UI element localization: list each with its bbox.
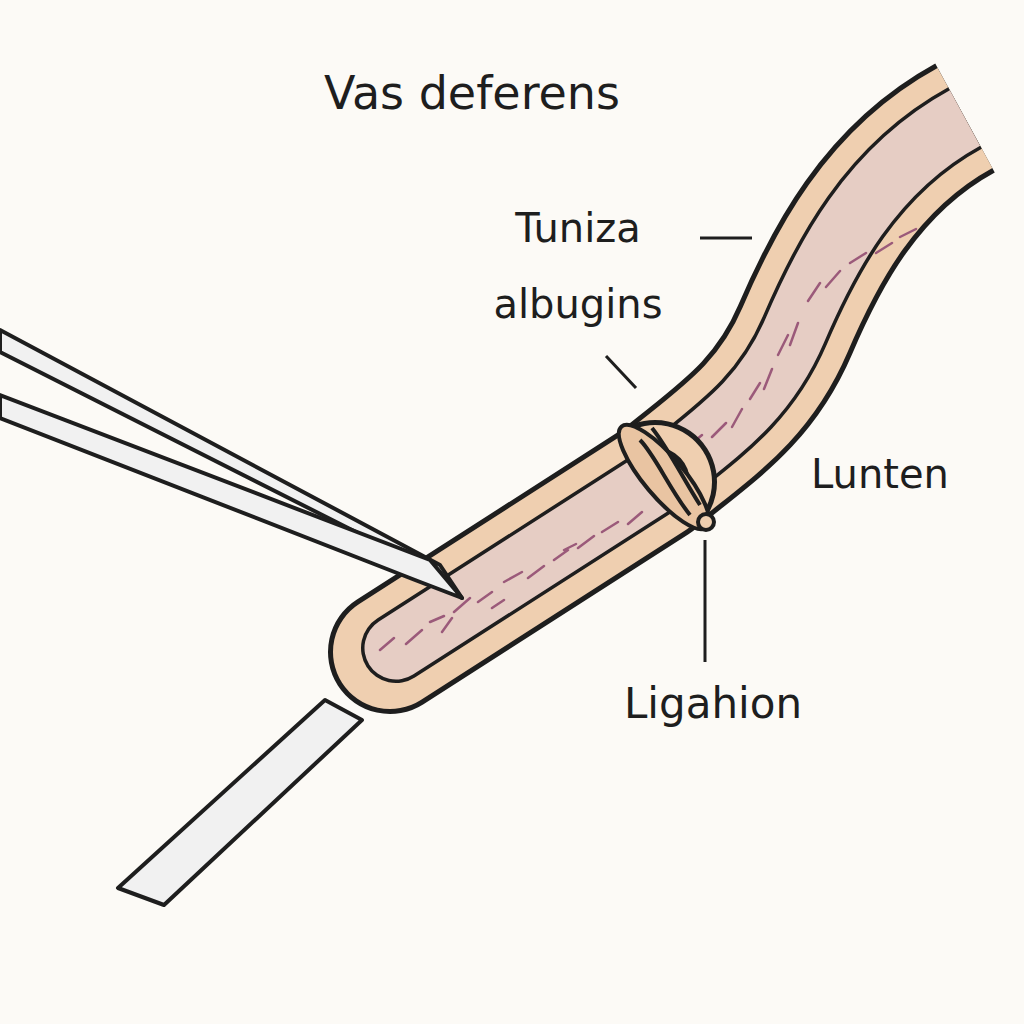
leader-line	[606, 356, 636, 388]
part-label: Lunten	[780, 436, 980, 512]
leader-line	[704, 540, 707, 662]
forceps-jaw	[0, 395, 462, 598]
ligation-suture	[606, 414, 721, 541]
part-label: Tuniza albugins	[448, 190, 708, 342]
forceps-handle	[118, 700, 362, 905]
part-label: Ligahion	[588, 664, 838, 744]
vas-segment-upper	[668, 118, 965, 472]
forceps-jaw	[0, 330, 462, 598]
diagram-title: Vas deferens	[282, 66, 662, 121]
leader-line	[700, 237, 752, 240]
